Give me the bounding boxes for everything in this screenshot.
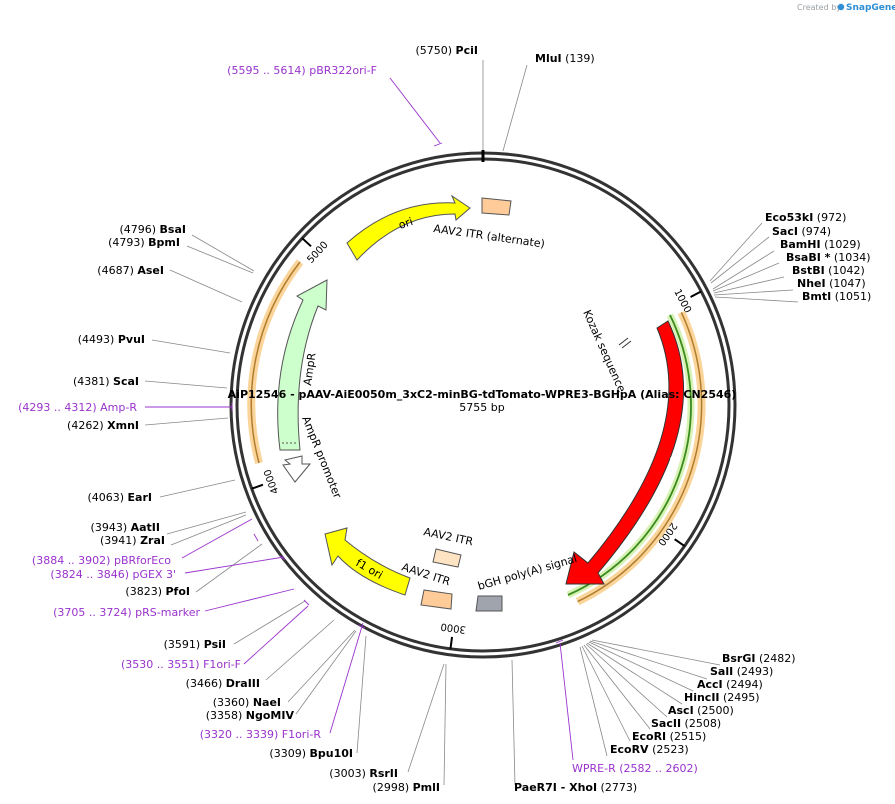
aav2-itr-alternate-label: AAV2 ITR (alternate) (433, 222, 546, 251)
site-label-left: (4493) PvuI (78, 333, 145, 346)
feature-ori[interactable]: ori (346, 194, 471, 261)
tick-mark (449, 636, 454, 649)
bgh-polya-label: bGH poly(A) signal (476, 552, 578, 593)
site-label-right: NheI (1047) (797, 277, 866, 290)
site-label-left: (3941) ZraI (100, 534, 165, 547)
site-label-left: (2998) PmlI (373, 781, 440, 794)
primer-label: (3884 .. 3902) pBRforEco (32, 554, 171, 567)
site-leader-lines (144, 60, 799, 786)
site-label-left: (3360) NaeI (213, 696, 281, 709)
tick-label: 3000 (440, 620, 467, 634)
primer-leader-lines (145, 77, 574, 761)
tick-mark (690, 290, 702, 298)
site-label-right: BmtI (1051) (802, 290, 871, 303)
primer-label: (4293 .. 4312) Amp-R (18, 401, 137, 414)
site-label-right: SalI (2493) (710, 665, 773, 678)
site-label-right: EcoRV (2523) (610, 743, 689, 756)
site-label-left: (3591) PsiI (164, 638, 226, 651)
feature-bgh-polya[interactable]: bGH poly(A) signal (475, 552, 579, 612)
primer-label: (3320 .. 3339) F1ori-R (200, 728, 322, 741)
aav2-itr-label-inner: AAV2 ITR (422, 525, 474, 548)
snapgene-branding: Created by SnapGene (797, 3, 895, 13)
plasmid-backbone (229, 150, 737, 659)
plasmid-title: AiP12546 - pAAV-AiE0050m_3xC2-minBG-tdTo… (228, 388, 737, 414)
site-label-right: AscI (2500) (668, 704, 734, 717)
site-label-right: EcoRI (2515) (632, 730, 706, 743)
wpre-track-line (577, 312, 703, 603)
site-label-right: MluI (139) (535, 52, 595, 65)
site-label-left: (4796) BsaI (119, 223, 186, 236)
ampr-promoter-label: AmpR promoter (299, 414, 344, 500)
site-label-right: AccI (2494) (697, 678, 763, 691)
feature-kozak: Kozak sequence (580, 308, 632, 395)
site-label-left: (3943) AatII (91, 521, 160, 534)
site-label-left: (3309) Bpu10I (269, 747, 353, 760)
site-label-left: (4262) XmnI (67, 419, 139, 432)
site-label-left: (4063) EarI (87, 491, 152, 504)
primer-label: WPRE-R (2582 .. 2602) (572, 762, 698, 775)
site-label-left: (4793) BpmI (108, 236, 180, 249)
tick-label: 1000 (671, 288, 693, 316)
plasmid-length: 5755 bp (459, 401, 504, 414)
feature-track-arcs (247, 259, 706, 606)
site-label-right: SacI (974) (772, 225, 831, 238)
expression-track-line (567, 314, 692, 596)
site-label-left: (3823) PfoI (125, 585, 190, 598)
site-label-left: (4381) ScaI (73, 375, 139, 388)
site-label-left: (3358) NgoMIV (206, 709, 295, 722)
tick-mark (674, 538, 686, 547)
site-label-left: (3466) DraIII (186, 677, 260, 690)
tick-mark (301, 237, 312, 248)
primer-label: (3824 .. 3846) pGEX 3' (50, 568, 176, 581)
site-label-left: (5750) PciI (415, 44, 478, 57)
feature-tdtomato[interactable]: tdTomato (565, 320, 684, 585)
feature-aav2-itr-inner[interactable]: AAV2 ITR (422, 525, 475, 568)
backbone-track-line (250, 261, 301, 464)
kozak-label: Kozak sequence (580, 308, 628, 395)
site-label-left: (3003) RsrII (329, 767, 398, 780)
created-by-text: Created by (797, 3, 841, 12)
snapgene-logo-icon (837, 3, 845, 11)
site-label-right: BstBI (1042) (792, 264, 865, 277)
tick-mark (251, 483, 264, 490)
primer-label: (3530 .. 3551) F1ori-F (121, 658, 241, 671)
site-label-right: BsaBI * (1034) (786, 251, 871, 264)
plasmid-name: AiP12546 - pAAV-AiE0050m_3xC2-minBG-tdTo… (228, 388, 737, 401)
site-label-left: (4687) AseI (97, 264, 164, 277)
primer-label: (5595 .. 5614) pBR322ori-F (227, 64, 377, 77)
tick-label: 4000 (262, 468, 281, 496)
ampr-label: AmpR (301, 352, 318, 387)
site-label-right: SacII (2508) (651, 717, 721, 730)
site-label-right: PaeR7I - XhoI (2773) (514, 781, 637, 794)
snapgene-brand-text: SnapGene (846, 3, 895, 13)
site-label-right: Eco53kI (972) (765, 211, 846, 224)
feature-f1-ori[interactable]: f1 ori (324, 527, 411, 596)
site-label-right: BamHI (1029) (780, 238, 861, 251)
feature-ampr[interactable]: AmpR (277, 279, 328, 451)
site-labels: MluI (139) Eco53kI (972)SacI (974)BamHI (… (18, 44, 871, 794)
primer-label: (3705 .. 3724) pRS-marker (53, 606, 200, 619)
site-label-right: BsrGI (2482) (722, 652, 796, 665)
site-label-right: HincII (2495) (684, 691, 760, 704)
ori-label: ori (397, 215, 415, 232)
